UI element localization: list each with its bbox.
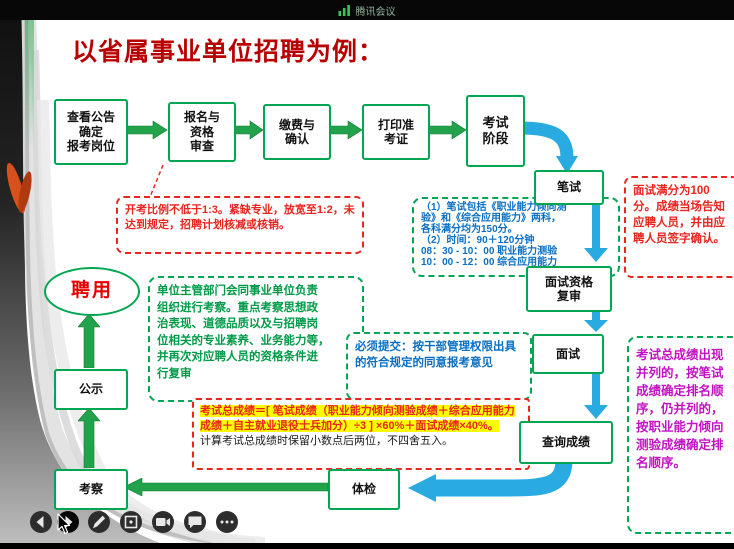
note-tie-break: 考试总成绩出现并列的，按笔试成绩确定排名顺序，仍并列的，按职业能力倾向测验成绩确…: [627, 336, 734, 534]
note-open-ratio: 开考比例不低于1:3。紧缺专业，放宽至1:2，未达到规定，招聘计划核减或核销。: [116, 196, 364, 254]
flow-arrow-right-icon: [127, 120, 167, 140]
previous-icon: [36, 516, 44, 528]
flow-box-register: 报名与 资格 审查: [168, 102, 236, 162]
note-must-submit: 必须提交：按干部管理权限出具的符合规定的同意报考意见: [346, 332, 532, 400]
blue-down-arrow-icon: [584, 310, 608, 332]
flow-box-hire: 聘用: [44, 267, 140, 316]
select-area-button[interactable]: [120, 511, 142, 533]
mouse-cursor: [57, 513, 71, 535]
meeting-top-bar: 腾讯会议: [0, 0, 734, 20]
blue-down-arrow-icon: [584, 372, 608, 419]
more-options-button[interactable]: [216, 511, 238, 533]
flow-arrow-right-icon: [234, 120, 263, 140]
camera-icon: [156, 518, 170, 526]
pen-icon: [93, 515, 106, 529]
select-area-icon: [124, 515, 138, 529]
meeting-app-name: 腾讯会议: [355, 7, 396, 18]
note-inspection-detail: 单位主管部门会同事业单位负责 组织进行考察。重点考察思想政 治表现、道德品质以及…: [148, 276, 364, 402]
flow-arrow-up-icon: [78, 408, 100, 468]
previous-page-button[interactable]: [30, 511, 52, 533]
annotate-pen-button[interactable]: [88, 511, 110, 533]
flow-box-print-ticket: 打印准 考证: [362, 104, 430, 160]
formula-highlight: 考试总成绩＝[ 笔试成绩（职业能力倾向测验成绩＋综合应用能力成绩＋自主就业退役士…: [200, 405, 515, 432]
flow-box-interview-review: 面试资格 复审: [526, 266, 612, 312]
page-title: 以省属事业单位招聘为例：: [72, 38, 385, 66]
flow-box-publicity: 公示: [54, 369, 128, 410]
flow-box-written-exam: 笔试: [534, 170, 604, 205]
blue-curve-arrow-icon: [408, 459, 573, 502]
flow-box-query-score: 查询成绩: [519, 421, 613, 464]
flow-box-interview: 面试: [532, 334, 604, 374]
flow-box-inspection: 考察: [54, 469, 128, 510]
flow-arrow-right-icon: [330, 120, 362, 140]
flow-arrow-left-icon: [124, 478, 328, 496]
comments-icon: [188, 516, 202, 529]
flow-box-view-announcement: 查看公告 确定 报考岗位: [54, 99, 128, 165]
blue-down-arrow-icon: [584, 204, 608, 262]
meeting-app-indicator: 腾讯会议: [338, 3, 396, 18]
blue-curve-arrow-icon: [519, 121, 578, 174]
callout-line: [149, 164, 164, 198]
more-options-icon: [220, 520, 234, 524]
flow-arrow-up-icon: [78, 314, 100, 368]
note-written-exam-detail: （1）笔试包括《职业能力倾向测 验》和《综合应用能力》两科， 各科满分均为150…: [412, 197, 620, 277]
formula-note: 计算考试总成绩时保留小数点后两位，不四舍五入。: [200, 434, 453, 447]
note-interview-score: 面试满分为100分。成绩当场告知应聘人员，并由应聘人员签字确认。: [624, 176, 734, 278]
letterbox-bottom: [0, 543, 734, 549]
flow-box-exam-stage: 考试 阶段: [466, 95, 525, 167]
comments-button[interactable]: [184, 511, 206, 533]
flow-box-physical-exam: 体检: [328, 469, 400, 510]
camera-button[interactable]: [152, 511, 174, 533]
flow-box-pay-confirm: 缴费与 确认: [263, 104, 331, 160]
signal-icon: [338, 5, 350, 16]
flow-arrow-right-icon: [429, 120, 466, 140]
